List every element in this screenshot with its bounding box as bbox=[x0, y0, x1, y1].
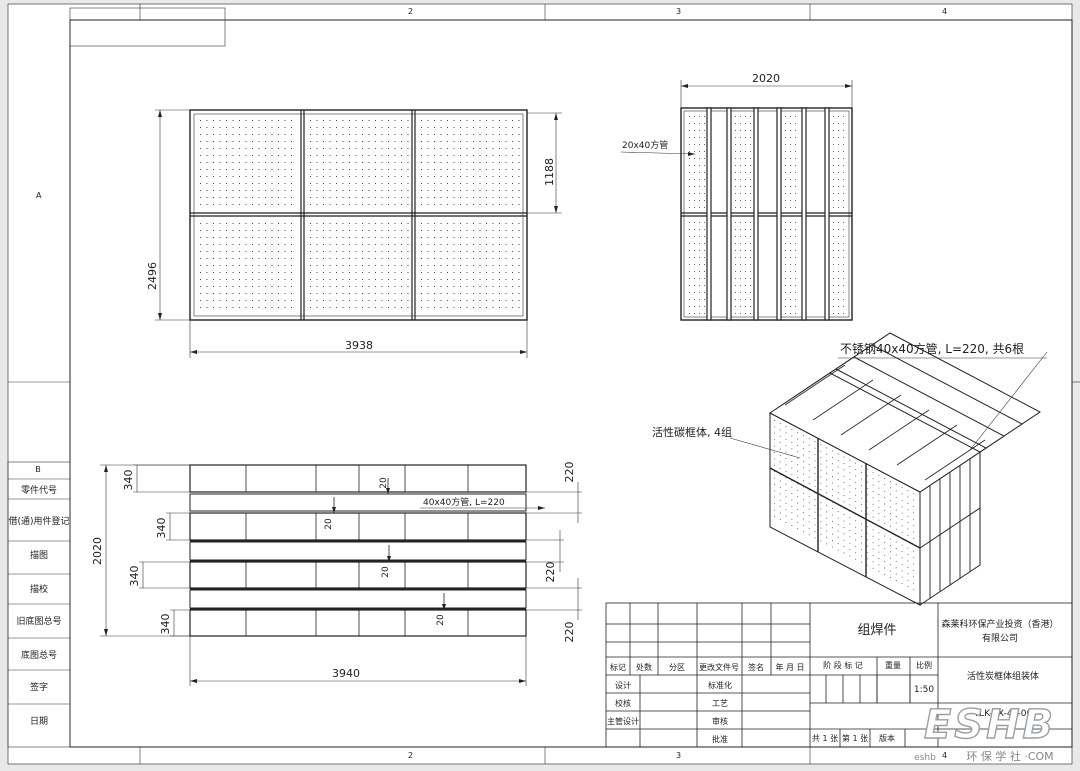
tb-drawing-name: 活性炭框体组装体 bbox=[967, 670, 1039, 682]
title-block bbox=[605, 602, 1073, 748]
tb-sheet-info: 版本 bbox=[879, 733, 895, 743]
top-width-dim: 3940 bbox=[332, 667, 360, 680]
iso-tube-leader bbox=[969, 351, 1048, 451]
tb-mid-label: 标准化 bbox=[708, 680, 732, 690]
inner-frame bbox=[69, 19, 1073, 748]
side-perforation bbox=[689, 116, 844, 314]
iso-frame-label: 活性碳框体, 4组 bbox=[652, 425, 732, 439]
tb-header-cell: 签名 bbox=[748, 662, 764, 672]
left-register-block bbox=[7, 461, 71, 748]
front-half-height-dim: 1188 bbox=[543, 158, 556, 186]
small-dim-3: 20 bbox=[381, 566, 391, 578]
tb-mid-label: 批准 bbox=[712, 734, 728, 744]
iso-frame-leader bbox=[729, 437, 801, 459]
small-dim-4: 20 bbox=[436, 614, 446, 626]
left-block-signature: 签字 bbox=[30, 681, 48, 693]
tb-stage-header: 阶 段 标 记 bbox=[823, 660, 863, 670]
zone-col-2-top: 2 bbox=[408, 7, 413, 16]
isometric-view bbox=[769, 332, 1041, 606]
top-view bbox=[100, 464, 582, 686]
gap-dim-3: 220 bbox=[563, 622, 576, 643]
watermark-sub: 环 保 学 社 ·COM bbox=[966, 749, 1053, 763]
tb-mid-label: 审核 bbox=[712, 716, 728, 726]
tb-part-name: 组焊件 bbox=[857, 622, 896, 638]
left-block-trace: 描图 bbox=[30, 549, 48, 561]
left-block-trace-check: 描校 bbox=[30, 583, 48, 595]
side-width-dim: 2020 bbox=[752, 72, 780, 85]
zone-col-4-top: 4 bbox=[942, 7, 947, 16]
tb-stage-header: 比例 bbox=[916, 660, 932, 670]
small-dim-2: 20 bbox=[324, 518, 334, 530]
left-block-part-code: 零件代号 bbox=[21, 484, 57, 496]
left-block-zone: B bbox=[35, 465, 41, 474]
tb-header-cell: 处数 bbox=[636, 662, 652, 672]
front-width-dim: 3938 bbox=[345, 339, 373, 352]
side-view bbox=[620, 80, 853, 321]
tb-sheet-info: 共 1 张 bbox=[812, 734, 838, 743]
zone-col-3-bottom: 3 bbox=[676, 751, 681, 760]
watermark-main: ESHB bbox=[924, 702, 1056, 748]
left-block-base-no: 底图总号 bbox=[21, 649, 57, 661]
zone-row-a: A bbox=[36, 191, 42, 200]
tb-stage-header: 重量 bbox=[885, 660, 901, 670]
zone-ticks bbox=[8, 4, 1080, 764]
left-block-date: 日期 bbox=[30, 716, 48, 727]
tb-header-cell: 标记 bbox=[610, 662, 626, 672]
top-height-dim: 2020 bbox=[91, 537, 104, 565]
panel-dim-4: 340 bbox=[159, 614, 172, 635]
front-view bbox=[155, 109, 562, 358]
panel-dim-3: 340 bbox=[128, 566, 141, 587]
tb-header-cell: 更改文件号 bbox=[699, 662, 739, 672]
watermark-logo: ESHB eshb 环 保 学 社 ·COM bbox=[914, 701, 1056, 763]
gap-dim-1: 220 bbox=[563, 462, 576, 483]
gap-dim-2: 220 bbox=[544, 562, 557, 583]
zone-col-2-bottom: 2 bbox=[408, 751, 413, 760]
left-block-old-base: 旧底图总号 bbox=[16, 615, 61, 627]
tb-header-cell: 分区 bbox=[669, 663, 685, 672]
tb-role-row: 主管设计 bbox=[607, 716, 639, 726]
panel-dim-2: 340 bbox=[155, 518, 168, 539]
front-height-dim: 2496 bbox=[146, 262, 159, 290]
zone-col-3-top: 3 bbox=[676, 7, 681, 16]
zone-col-4-bottom: 4 bbox=[942, 751, 947, 760]
panel-dim-1: 340 bbox=[122, 470, 135, 491]
iso-tube-label: 不锈钢40x40方管, L=220, 共6根 bbox=[840, 341, 1024, 356]
zone-numbers-top: 2 3 4 2 3 4 A bbox=[36, 7, 947, 760]
top-left-tag-box bbox=[69, 7, 226, 47]
side-tube-label: 20x40方管 bbox=[622, 139, 668, 151]
tb-drawing-no: YLK-PX-4K-00 bbox=[973, 709, 1033, 719]
perforation-pattern bbox=[200, 120, 520, 308]
tb-role-row: 设计 bbox=[615, 680, 631, 690]
tb-mid-label: 工艺 bbox=[712, 699, 728, 708]
tb-header-cell: 年 月 日 bbox=[775, 662, 804, 672]
tb-sheet-info: 第 1 张 bbox=[842, 733, 868, 743]
small-dim-1: 20 bbox=[379, 477, 389, 489]
tb-company-line: 森莱科环保产业投资（香港）有限公司 bbox=[941, 618, 1058, 644]
tb-role-row: 校核 bbox=[615, 698, 631, 708]
watermark-small: eshb bbox=[914, 753, 936, 763]
tb-scale: 1:50 bbox=[914, 685, 934, 695]
top-tube-label: 40x40方管, L=220 bbox=[423, 496, 505, 508]
left-block-borrow-register: 借(通)用件登记 bbox=[8, 515, 69, 527]
